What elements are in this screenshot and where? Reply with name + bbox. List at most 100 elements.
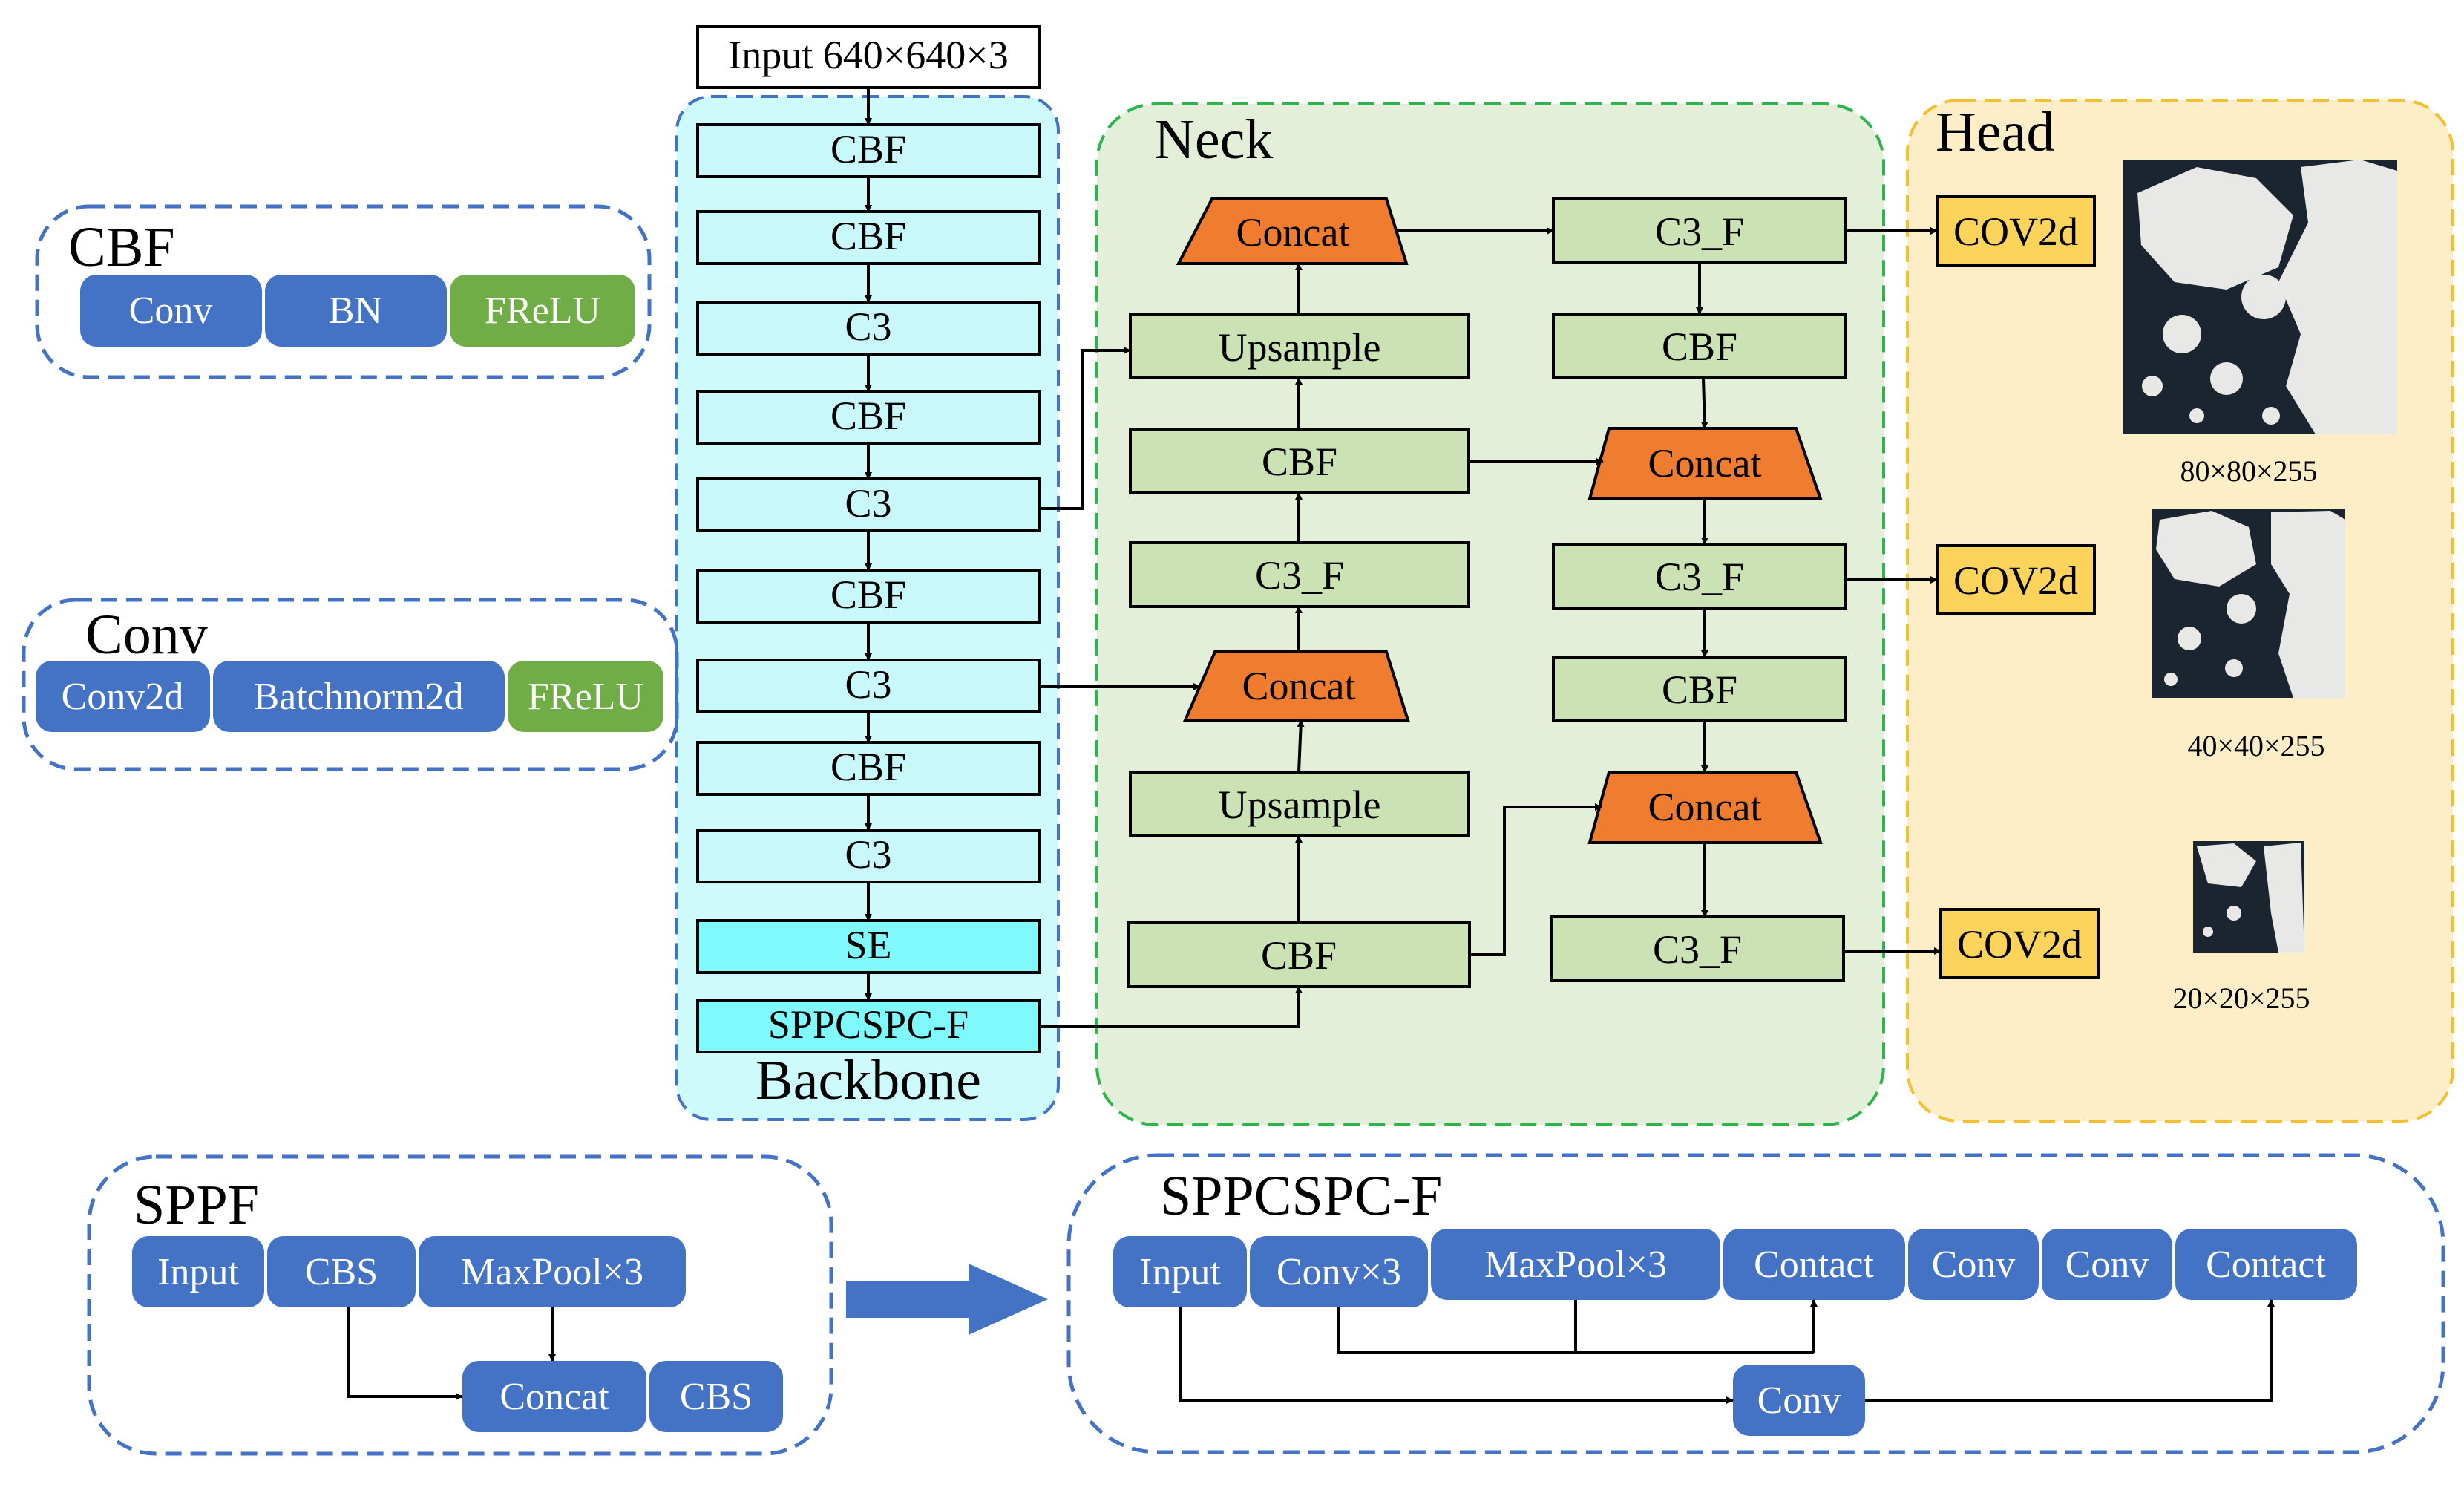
neck-c3f-left [1129, 541, 1470, 608]
legend-sppcspc-conv-b [2042, 1229, 2172, 1300]
legend-sppf-cbs-label: CBS [305, 1251, 378, 1293]
head-cov2d-3-label: COV2d [1957, 922, 2082, 967]
backbone-block-label-10: SE [845, 923, 891, 967]
legend-sppcspc-input-label: Input [1139, 1251, 1221, 1293]
legend-conv-batchnorm-label: Batchnorm2d [253, 676, 463, 718]
legend-sppf-title: SPPF [134, 1174, 259, 1236]
neck-cbf-right-mid-label: CBF [1662, 667, 1737, 712]
legend-cbf-bn-label: BN [329, 290, 382, 332]
input-label: Input 640×640×3 [728, 33, 1008, 77]
connections [865, 88, 1942, 1028]
legend-sppcspc-maxpool-label: MaxPool×3 [1484, 1244, 1667, 1286]
neck-title: Neck [1154, 108, 1273, 171]
neck-concat-right-bot [1587, 771, 1823, 844]
legend-conv-frame [22, 598, 679, 771]
legend-cbf-frame [35, 204, 652, 379]
neck-cbf-bot-label: CBF [1261, 933, 1337, 978]
backbone-block-label-11: SPPCSPC-F [768, 1002, 969, 1047]
backbone-block-label-6: CBF [830, 572, 906, 617]
legend-sppf-cbs-bottom [649, 1361, 783, 1432]
backbone-title: Backbone [756, 1049, 981, 1111]
transform-arrow-icon [846, 1264, 1048, 1335]
backbone-block-label-4: CBF [830, 393, 906, 438]
backbone-block-label-9: C3 [845, 832, 891, 877]
backbone-block-cbf-1 [696, 123, 1041, 178]
neck-concat-right-top [1587, 427, 1823, 500]
legend-sppf-cbs [267, 1236, 416, 1307]
neck-cbf-right-top-label: CBF [1662, 324, 1737, 369]
neck-concat-right-top-label: Concat [1648, 441, 1762, 486]
legend-sppcspc-contact-1-label: Contact [1754, 1244, 1874, 1286]
neck-c3f-right-mid [1552, 543, 1847, 610]
neck-upsample-bot-label: Upsample [1219, 783, 1381, 827]
legend-sppf-frame [87, 1154, 833, 1456]
legend-sppf-concat-label: Concat [499, 1376, 609, 1418]
legend-cbf-frelu [450, 275, 635, 347]
neck-c3f-left-label: C3_F [1255, 553, 1344, 598]
legend-sppf-pills: Input CBS MaxPool×3 Concat CBS [132, 1236, 783, 1432]
backbone-block-label-5: C3 [845, 481, 891, 526]
legend-conv-conv2d [36, 661, 210, 732]
legend-cbf-title: CBF [68, 216, 175, 278]
legend-conv-conv2d-label: Conv2d [62, 676, 184, 718]
head-cov2d-1-label: COV2d [1953, 209, 2078, 254]
legend-sppcspc-conv3-label: Conv×3 [1277, 1251, 1401, 1293]
head-size-40: 40×40×255 [2187, 729, 2324, 762]
backbone-block-label-3: C3 [845, 304, 891, 349]
legend-sppf-concat [462, 1361, 646, 1432]
head-size-20: 20×20×255 [2172, 981, 2310, 1015]
legend-sppcspc-conv3 [1250, 1236, 1428, 1307]
backbone-block-label-1: CBF [830, 127, 906, 171]
input-box [696, 25, 1041, 89]
backbone-block-label-2: CBF [830, 214, 906, 258]
neck-concat-mid-label: Concat [1242, 664, 1356, 708]
neck-cbf-top-label: CBF [1262, 440, 1337, 484]
legend-sppf-input-label: Input [157, 1251, 239, 1293]
head-cov2d-2 [1936, 544, 2096, 615]
backbone-block-cbf-8 [696, 741, 1041, 796]
legend-sppcspc-conv-bottom [1733, 1365, 1865, 1436]
legend-sppcspc-contact-2-label: Contact [2206, 1244, 2326, 1286]
legend-conv-batchnorm [213, 661, 505, 732]
legend-conv-frelu [508, 661, 663, 732]
legend-sppf-maxpool-label: MaxPool×3 [461, 1251, 643, 1293]
neck-cbf-right-mid [1552, 656, 1847, 722]
neck-c3f-right-bot-label: C3_F [1653, 927, 1742, 972]
neck-c3f-right-top-label: C3_F [1655, 209, 1744, 254]
neck-concat-top [1176, 197, 1409, 265]
legend-conv-pills: Conv2d Batchnorm2d FReLU [36, 661, 663, 732]
legend-sppf-input [132, 1236, 264, 1307]
legend-cbf-conv [80, 275, 262, 347]
neck-concat-top-label: Concat [1236, 210, 1350, 255]
head-cov2d-2-label: COV2d [1953, 558, 2078, 603]
legend-sppf-cbs-bottom-label: CBS [680, 1376, 753, 1418]
head-cov2d-3 [1939, 908, 2100, 979]
neck-upsample-top [1129, 313, 1470, 379]
legend-cbf-conv-label: Conv [129, 290, 213, 332]
neck-concat-mid [1182, 650, 1410, 722]
legend-conv-frelu-label: FReLU [528, 676, 643, 718]
neck-cbf-right-top [1552, 313, 1847, 379]
backbone-block-se-10 [696, 919, 1041, 974]
legend-sppcspc-conv-a [1908, 1229, 2039, 1300]
sea-ice-image-20 [2193, 841, 2304, 953]
head-size-80: 80×80×255 [2180, 454, 2317, 488]
legend-sppcspc-conv-bottom-label: Conv [1757, 1379, 1841, 1422]
legend-cbf-pills: Conv BN FReLU [80, 275, 635, 347]
legend-sppcspc-pills: Input Conv×3 MaxPool×3 Contact Conv Conv… [1113, 1229, 2357, 1436]
backbone-block-label-8: CBF [830, 745, 906, 789]
sea-ice-image-80 [2123, 160, 2397, 434]
sea-ice-image-40 [2152, 509, 2345, 698]
backbone-block-label-7: C3 [845, 662, 891, 707]
neck-upsample-top-label: Upsample [1219, 325, 1381, 370]
legend-sppcspc-input [1113, 1236, 1247, 1307]
legend-sppcspc-contact-1 [1723, 1229, 1905, 1300]
legend-sppcspc-title: SPPCSPC-F [1160, 1165, 1442, 1227]
legend-sppcspc-contact-2 [2175, 1229, 2357, 1300]
legend-sppcspc-maxpool [1431, 1229, 1720, 1300]
legend-conv-title: Conv [85, 604, 208, 666]
legend-sppcspc-conv-b-label: Conv [2065, 1244, 2149, 1286]
legend-sppf-maxpool [419, 1236, 686, 1307]
neck-concat-right-bot-label: Concat [1648, 785, 1762, 829]
